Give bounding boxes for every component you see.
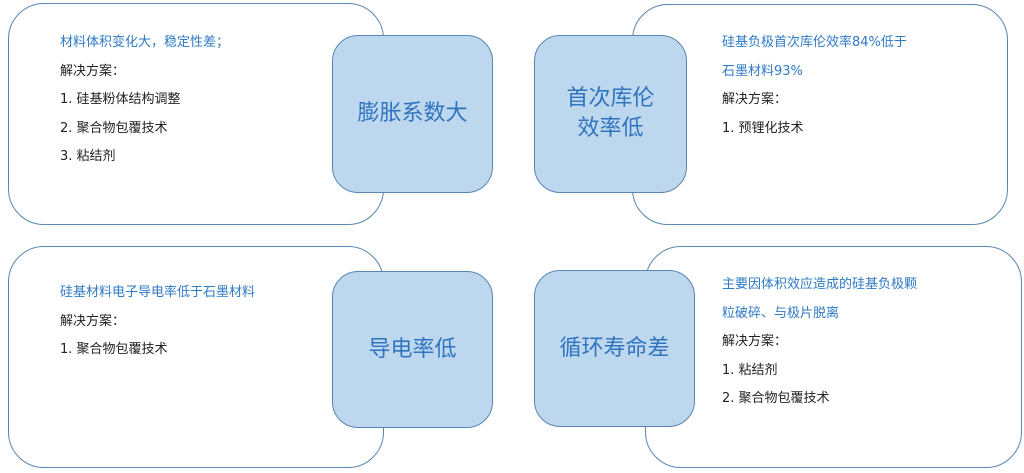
solution-item: 2. 聚合物包覆技术 [60,120,168,136]
solution-item: 1. 粘结剂 [722,362,778,378]
solution-item: 1. 硅基粉体结构调整 [60,92,181,107]
card-conductivity-detail [8,246,384,468]
solution-item: 2. 聚合物包覆技术 [722,391,830,406]
solution-label: 解决方案： [60,313,126,329]
problem-line: 材料体积变化大，稳定性差； [60,35,230,50]
card-conductivity-title-box: 导电率低 [332,271,493,428]
card-coulombic-title-box: 首次库伦效率低 [534,35,687,193]
solution-label: 解决方案： [722,334,788,349]
card-coulombic-detail [632,4,1008,225]
solution-item: 1. 聚合物包覆技术 [60,342,168,357]
problem-line: 硅基负极首次库伦效率84%低于 [722,35,907,50]
card-title: 首次库伦 [566,86,655,111]
card-expansion-text: 材料体积变化大，稳定性差； 解决方案： 1. 硅基粉体结构调整 2. 聚合物包覆… [60,29,229,172]
solution-label: 解决方案： [722,92,788,107]
card-title: 循环寿命差 [559,335,670,361]
card-title: 效率低 [577,116,644,141]
card-conductivity-text: 硅基材料电子导电率低于石墨材料 解决方案： 1. 聚合物包覆技术 [60,279,255,365]
solution-label: 解决方案： [60,63,126,79]
card-coulombic-text: 硅基负极首次库伦效率84%低于 石墨材料93% 解决方案： 1. 预锂化技术 [722,29,907,143]
card-title: 导电率低 [368,336,457,362]
problem-line: 粒破碎、与极片脱离 [722,305,840,321]
solution-item: 3. 粘结剂 [60,149,116,164]
problem-line: 主要因体积效应造成的硅基负极颗 [722,277,918,292]
card-cycle-life-title-box: 循环寿命差 [534,270,695,427]
problem-line: 石墨材料93% [722,63,803,79]
card-cycle-life-text: 主要因体积效应造成的硅基负极颗 粒破碎、与极片脱离 解决方案： 1. 粘结剂 2… [722,271,917,414]
card-expansion-title-box: 膨胀系数大 [332,35,493,193]
card-expansion-detail [8,3,384,225]
card-cycle-life-detail [645,246,1022,468]
card-title: 膨胀系数大 [357,101,468,126]
problem-line: 硅基材料电子导电率低于石墨材料 [60,285,256,300]
solution-item: 1. 预锂化技术 [722,120,804,136]
